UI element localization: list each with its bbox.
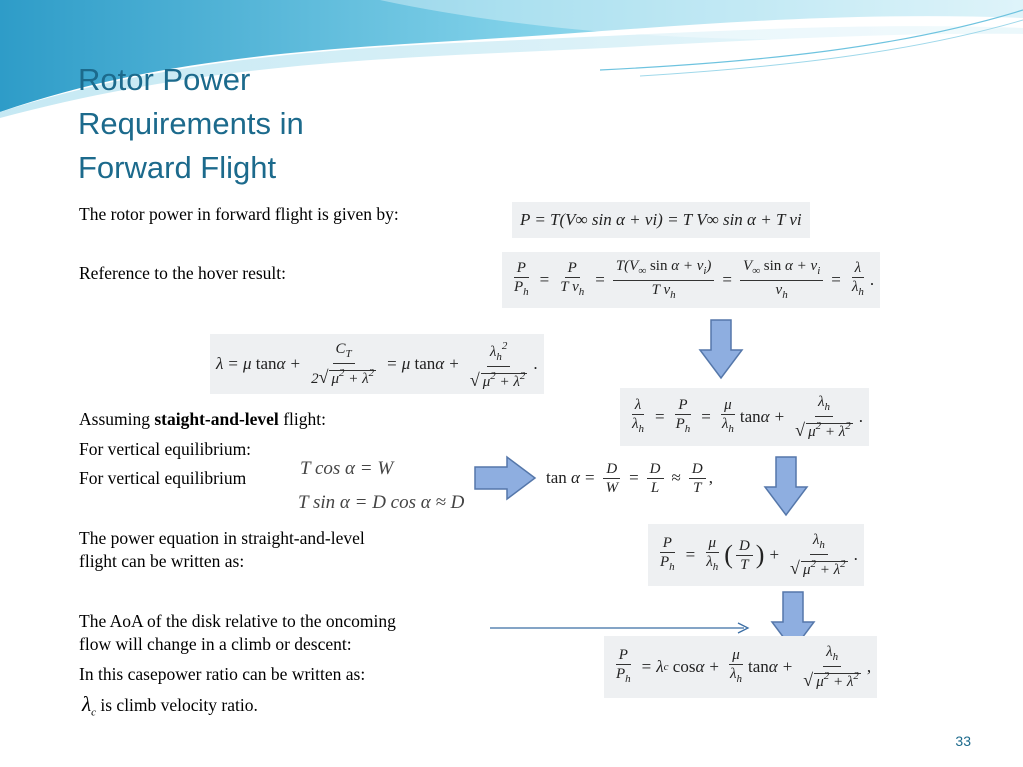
equation-power-forward-flight: P = T(V∞ sin α + vi) = T V∞ sin α + T vi: [512, 202, 810, 238]
climb-symbol: λ: [82, 692, 92, 716]
arrow-down-icon: [763, 455, 809, 517]
power-equation-text-2: flight can be written as:: [79, 551, 245, 571]
power-intro-text: The rotor power in forward flight is giv…: [79, 204, 399, 224]
title-line-2: Requirements in: [78, 106, 304, 141]
climb-velocity-text: λc is climb velocity ratio.: [82, 692, 258, 719]
case-ratio-text: In this casepower ratio can be written a…: [79, 664, 366, 684]
power-equation-text-1: The power equation in straight-and-level: [79, 528, 365, 548]
arrow-right-icon: [473, 455, 537, 501]
slide-title: Rotor Power Requirements in Forward Flig…: [78, 58, 304, 190]
vertical-equilibrium-text-1: For vertical equilibrium:: [79, 439, 252, 459]
header-wave-decoration: [0, 0, 1023, 118]
hover-reference-text: Reference to the hover result:: [79, 263, 286, 283]
arrow-down-icon: [698, 318, 744, 380]
title-line-3: Forward Flight: [78, 150, 277, 185]
line-arrow-icon: [490, 620, 752, 641]
equation-t-cos-alpha: T cos α = W: [300, 458, 394, 479]
title-line-1: Rotor Power: [78, 62, 251, 97]
equation-t-sin-alpha: T sin α = D cos α ≈ D: [298, 492, 465, 513]
page-number: 33: [955, 733, 971, 749]
assuming-bold: staight-and-level: [154, 409, 279, 429]
assuming-text: Assuming staight-and-level flight:: [79, 409, 326, 429]
vertical-equilibrium-text-2: For vertical equilibrium: [79, 468, 247, 488]
aoa-text-1: The AoA of the disk relative to the onco…: [79, 611, 396, 631]
aoa-text-2: flow will change in a climb or descent:: [79, 634, 352, 654]
